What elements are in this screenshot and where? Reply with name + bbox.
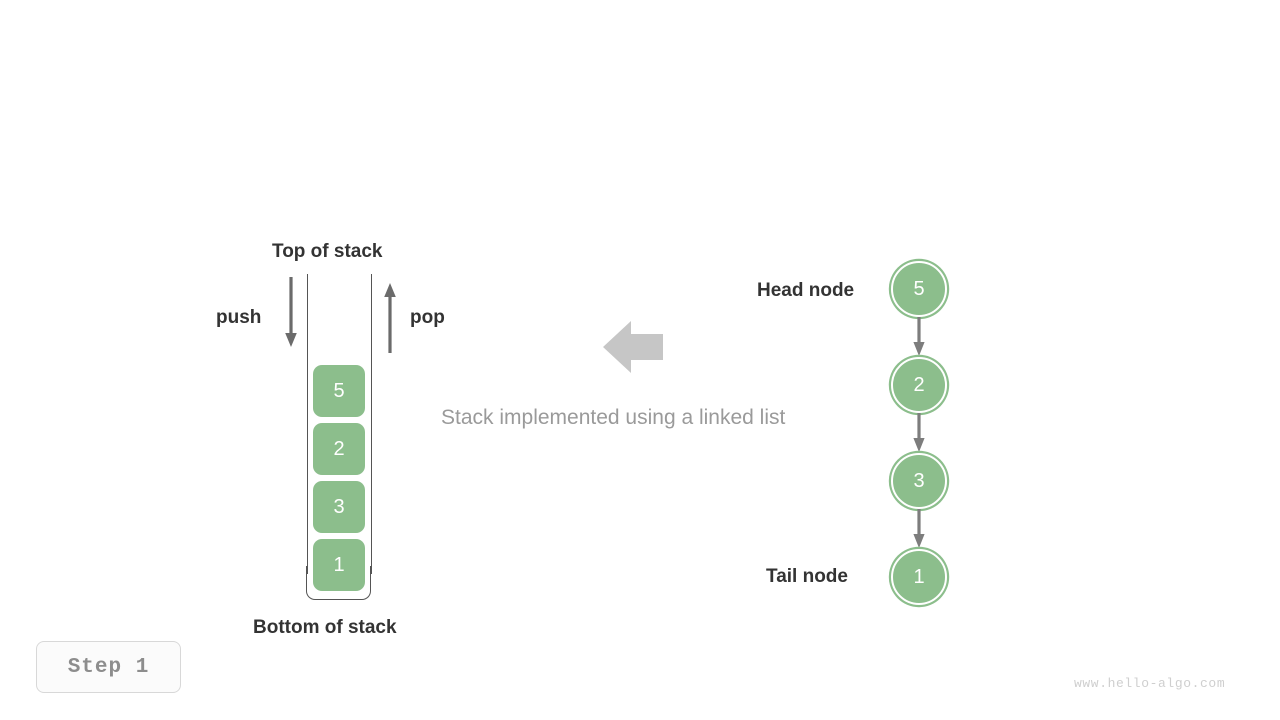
arrow-left-block-icon (603, 321, 663, 373)
linked-list-link-arrow-icon (913, 509, 925, 548)
linked-list-node[interactable]: 2 (891, 357, 947, 413)
push-label: push (216, 307, 262, 328)
linked-list-node[interactable]: 3 (891, 453, 947, 509)
tail-node-label: Tail node (766, 566, 848, 587)
stack-wall-left (306, 274, 308, 574)
watermark: www.hello-algo.com (1074, 676, 1226, 691)
linked-list-node[interactable]: 1 (891, 549, 947, 605)
linked-list-link-arrow-icon (913, 413, 925, 452)
stack-cell[interactable]: 1 (313, 539, 365, 591)
stack-cell[interactable]: 3 (313, 481, 365, 533)
pop-label: pop (410, 307, 445, 328)
stack-cell[interactable]: 5 (313, 365, 365, 417)
stack-container: 5 2 3 1 (306, 274, 372, 601)
step-badge: Step 1 (36, 641, 181, 693)
diagram-caption: Stack implemented using a linked list (441, 406, 786, 429)
stack-floor (306, 566, 371, 600)
linked-list-link-arrow-icon (913, 317, 925, 356)
bottom-of-stack-label: Bottom of stack (253, 617, 397, 638)
linked-list-node[interactable]: 5 (891, 261, 947, 317)
linked-list: 5 2 3 1 (891, 261, 951, 606)
pop-arrow-up-icon (384, 283, 396, 353)
stack-cell[interactable]: 2 (313, 423, 365, 475)
top-of-stack-label: Top of stack (272, 241, 383, 262)
head-node-label: Head node (757, 280, 855, 301)
stack-wall-right (370, 274, 372, 574)
push-arrow-down-icon (285, 277, 297, 347)
